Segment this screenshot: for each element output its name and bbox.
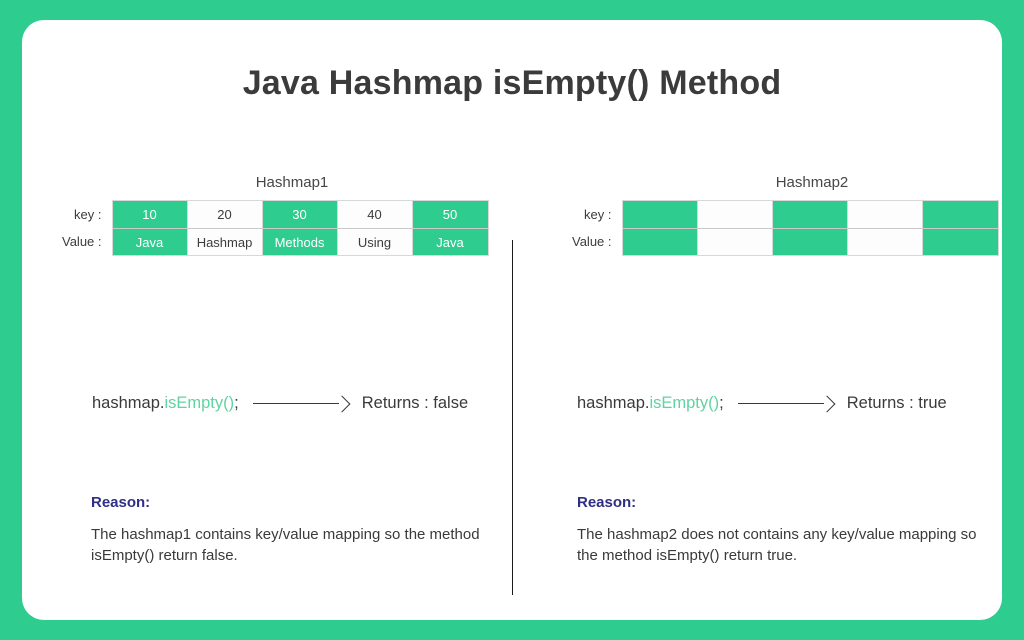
reason-text: The hashmap2 does not contains any key/v… [577, 526, 977, 565]
value-cell [622, 228, 698, 255]
key-cell: 40 [337, 201, 413, 228]
code-terminator: ; [234, 394, 239, 412]
value-cell [847, 228, 923, 255]
hashmap-table: key : Value : [572, 200, 999, 256]
key-row: 10 20 30 40 50 [112, 201, 488, 228]
reason-text: The hashmap1 contains key/value mapping … [91, 526, 480, 565]
key-cell: 30 [262, 201, 338, 228]
content-card: Java Hashmap isEmpty() Method Hashmap1 k… [22, 20, 1002, 620]
hashmap-table: key : Value : 10 20 30 40 50 Java Hashma… [62, 200, 489, 256]
reason-heading: Reason: [577, 494, 637, 511]
hashmap-grid: 10 20 30 40 50 Java Hashmap Methods Usin… [111, 200, 489, 256]
key-cell [847, 201, 923, 228]
code-object: hashmap. [577, 394, 650, 412]
hashmap-grid [621, 200, 999, 256]
code-terminator: ; [719, 394, 724, 412]
method-call-row: hashmap.isEmpty(); Returns : true [577, 394, 947, 413]
arrow-right-icon [252, 395, 351, 412]
key-cell [622, 201, 698, 228]
row-labels: key : Value : [572, 200, 612, 256]
reason-block: Reason: The hashmap1 contains key/value … [91, 494, 511, 567]
reason-heading: Reason: [91, 494, 151, 511]
value-row-label: Value : [62, 234, 102, 249]
return-value: Returns : true [846, 394, 947, 412]
code-method: isEmpty() [649, 394, 720, 412]
key-row-label: key : [584, 207, 612, 222]
panel-hashmap2: Hashmap2 key : Value : [522, 20, 999, 620]
value-cell: Java [112, 228, 188, 255]
hashmap-title: Hashmap1 [255, 174, 329, 191]
key-row [622, 201, 998, 228]
code-expression: hashmap.isEmpty(); [577, 394, 724, 413]
key-cell [922, 201, 998, 228]
hashmap-title: Hashmap2 [775, 174, 849, 191]
code-object: hashmap. [92, 394, 165, 412]
value-cell [922, 228, 998, 255]
value-cell: Using [337, 228, 413, 255]
method-call-row: hashmap.isEmpty(); Returns : false [92, 394, 468, 413]
value-cell: Java [412, 228, 488, 255]
key-cell [697, 201, 773, 228]
code-expression: hashmap.isEmpty(); [92, 394, 239, 413]
value-cell: Methods [262, 228, 338, 255]
value-cell [697, 228, 773, 255]
value-row-label: Value : [572, 234, 612, 249]
row-labels: key : Value : [62, 200, 102, 256]
code-method: isEmpty() [164, 394, 235, 412]
arrow-right-icon [737, 395, 836, 412]
value-row: Java Hashmap Methods Using Java [112, 228, 488, 255]
value-cell: Hashmap [187, 228, 263, 255]
key-row-label: key : [74, 207, 102, 222]
reason-block: Reason: The hashmap2 does not contains a… [577, 494, 997, 567]
value-cell [772, 228, 848, 255]
vertical-divider [512, 240, 513, 595]
key-cell: 20 [187, 201, 263, 228]
key-cell: 10 [112, 201, 188, 228]
key-cell: 50 [412, 201, 488, 228]
page-title: Java Hashmap isEmpty() Method [242, 64, 782, 102]
key-cell [772, 201, 848, 228]
value-row [622, 228, 998, 255]
panel-hashmap1: Hashmap1 key : Value : 10 20 30 40 50 Ja [32, 20, 502, 620]
return-value: Returns : false [361, 394, 469, 412]
